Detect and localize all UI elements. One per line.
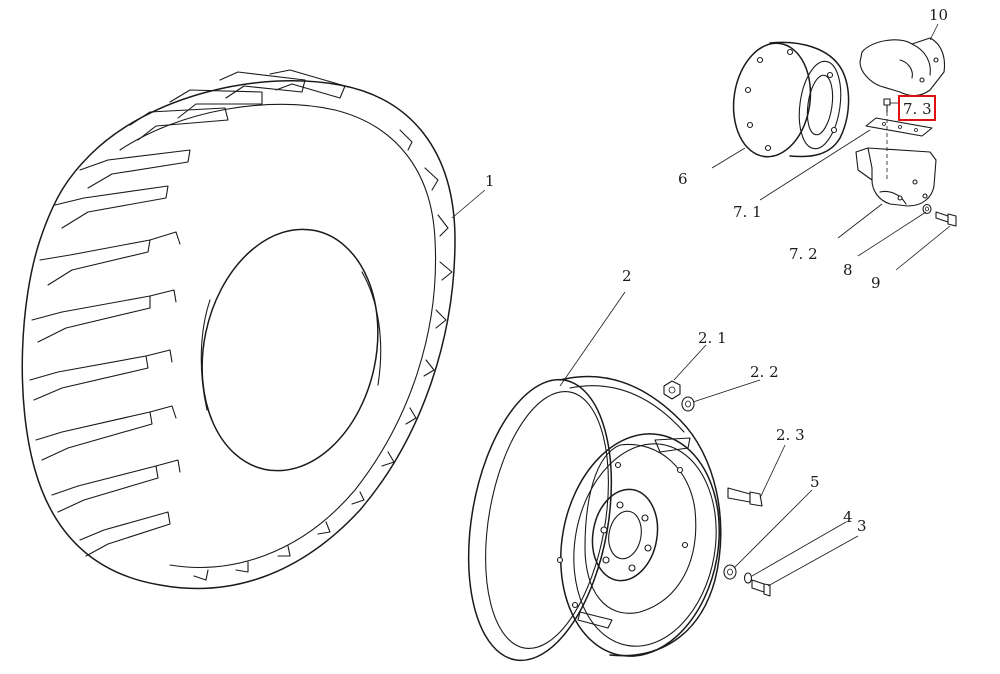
tyre[interactable] xyxy=(21,69,456,590)
hub[interactable] xyxy=(726,38,850,161)
callout-labels: 1 2 2. 1 2. 2 2. 3 5 4 3 6 7. 1 7. 2 8 9… xyxy=(485,6,948,535)
highlight-box xyxy=(898,95,936,121)
clamp-bolt[interactable] xyxy=(935,211,957,227)
clamp[interactable] xyxy=(855,147,937,207)
label-7-1[interactable]: 7. 1 xyxy=(733,203,762,221)
label-2-1[interactable]: 2. 1 xyxy=(698,329,727,347)
plate[interactable] xyxy=(865,117,933,137)
rim-washer[interactable] xyxy=(681,396,695,412)
label-2-2[interactable]: 2. 2 xyxy=(750,363,779,381)
label-1[interactable]: 1 xyxy=(485,172,495,190)
washer[interactable] xyxy=(723,564,737,580)
rim[interactable] xyxy=(448,368,736,671)
leader-lines xyxy=(451,23,951,587)
label-5[interactable]: 5 xyxy=(810,473,820,491)
label-6[interactable]: 6 xyxy=(678,170,688,188)
small-washer[interactable] xyxy=(922,203,932,215)
spring-washer[interactable] xyxy=(743,572,753,584)
label-4[interactable]: 4 xyxy=(843,508,853,526)
label-7-3[interactable]: 7. 3 xyxy=(903,100,932,118)
bolt[interactable] xyxy=(751,579,771,597)
screw[interactable] xyxy=(883,98,891,113)
label-2-3[interactable]: 2. 3 xyxy=(776,426,805,444)
label-7-2[interactable]: 7. 2 xyxy=(789,245,818,263)
label-3[interactable]: 3 xyxy=(857,517,867,535)
rim-nut[interactable] xyxy=(663,380,681,400)
label-10[interactable]: 10 xyxy=(929,6,948,24)
label-9[interactable]: 9 xyxy=(871,274,881,292)
label-2[interactable]: 2 xyxy=(622,267,632,285)
half-collar[interactable] xyxy=(859,37,946,97)
label-8[interactable]: 8 xyxy=(843,261,853,279)
rim-bolt[interactable] xyxy=(727,487,763,507)
